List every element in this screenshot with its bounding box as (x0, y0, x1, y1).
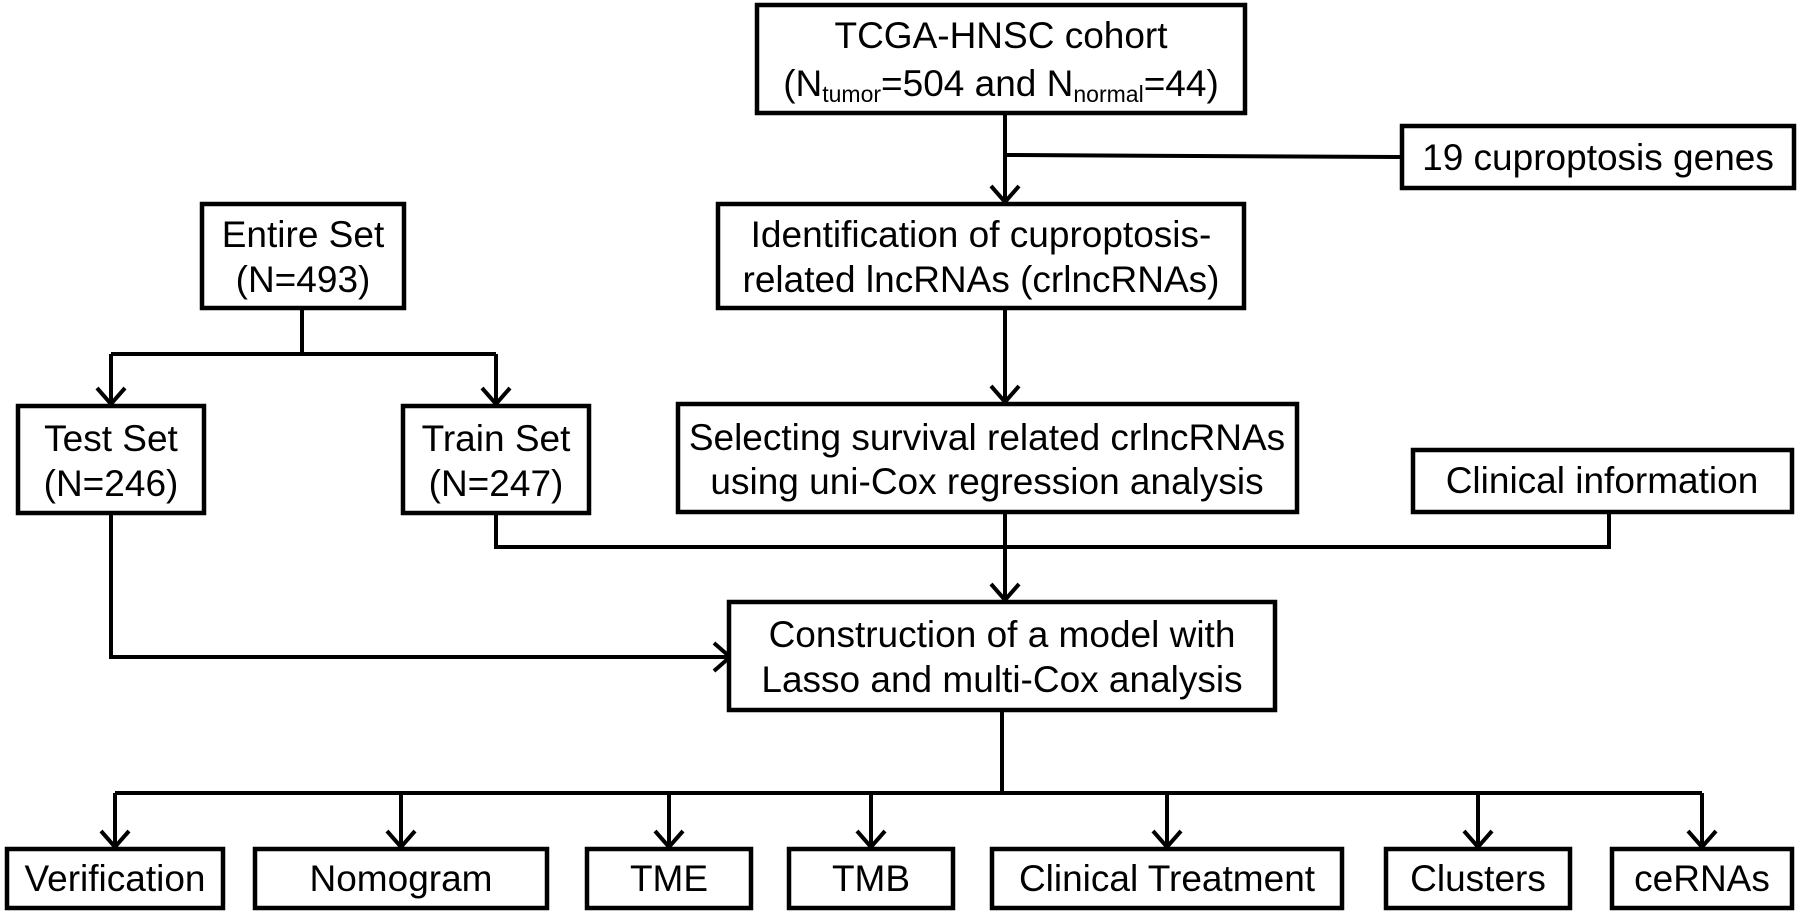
selecting-box: Selecting survival related crlncRNAs usi… (675, 401, 1300, 515)
construction-line1: Construction of a model with (769, 614, 1236, 655)
train-set-line1: Train Set (422, 418, 571, 459)
entire-set-box: Entire Set (N=493) (199, 201, 407, 311)
genes-box: 19 cuproptosis genes (1399, 123, 1797, 191)
construction-line2: Lasso and multi-Cox analysis (761, 659, 1242, 700)
selecting-line2: using uni-Cox regression analysis (710, 461, 1263, 502)
tme-box: TME (584, 846, 754, 911)
verification-label: Verification (25, 858, 206, 899)
connector-train-set-merge (494, 512, 1611, 549)
selecting-line1: Selecting survival related crlncRNAs (689, 417, 1285, 458)
cernas-box: ceRNAs (1609, 846, 1795, 911)
test-set-line2: (N=246) (44, 463, 179, 504)
connector-genes (1004, 153, 1403, 159)
cohort-title: TCGA-HNSC cohort (834, 15, 1168, 56)
identification-line2: related lncRNAs (crlncRNAs) (743, 259, 1220, 300)
clinical-info-box: Clinical information (1410, 447, 1795, 515)
clinical-info-label: Clinical information (1446, 460, 1759, 501)
test-set-box: Test Set (N=246) (15, 403, 207, 516)
cohort-counts: (Ntumor=504 and Nnormal=44) (783, 63, 1219, 107)
tme-label: TME (630, 858, 708, 899)
nomogram-label: Nomogram (310, 858, 493, 899)
clusters-box: Clusters (1383, 846, 1573, 911)
cohort-box: TCGA-HNSC cohort (Ntumor=504 and Nnormal… (754, 2, 1248, 116)
genes-label: 19 cuproptosis genes (1422, 137, 1774, 178)
identification-box: Identification of cuproptosis- related l… (715, 201, 1247, 311)
tmb-box: TMB (786, 846, 956, 911)
entire-set-line2: (N=493) (236, 259, 371, 300)
clinical-treatment-label: Clinical Treatment (1019, 858, 1316, 899)
entire-set-line1: Entire Set (222, 214, 385, 255)
cernas-label: ceRNAs (1634, 858, 1770, 899)
test-set-line1: Test Set (44, 418, 178, 459)
clusters-label: Clusters (1410, 858, 1546, 899)
clinical-treatment-box: Clinical Treatment (989, 846, 1345, 911)
identification-line1: Identification of cuproptosis- (751, 214, 1212, 255)
connector-test-set-construction (109, 513, 730, 659)
tmb-label: TMB (832, 858, 910, 899)
construction-box: Construction of a model with Lasso and m… (726, 599, 1278, 713)
train-set-box: Train Set (N=247) (400, 403, 592, 516)
verification-box: Verification (4, 846, 226, 911)
train-set-line2: (N=247) (429, 463, 564, 504)
nomogram-box: Nomogram (252, 846, 550, 911)
